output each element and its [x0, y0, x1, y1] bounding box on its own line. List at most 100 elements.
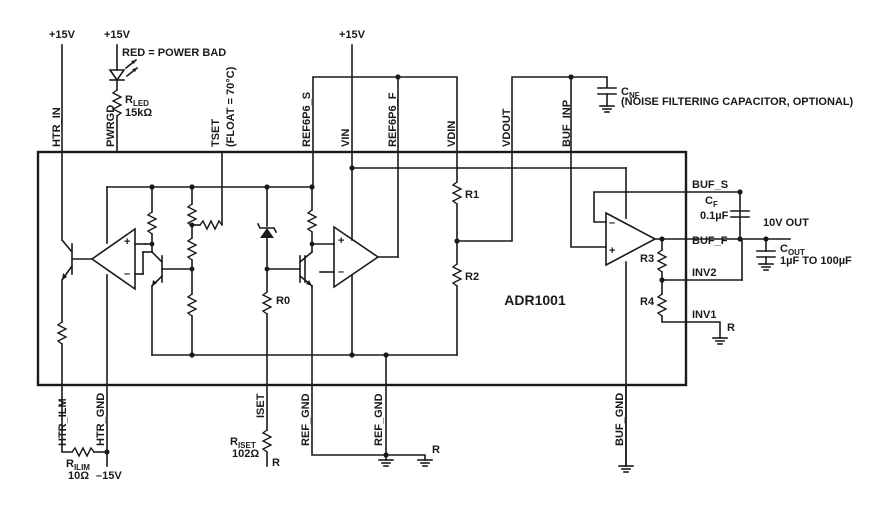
junction-dot	[189, 266, 195, 272]
ref-gnd-external-wire	[311, 384, 426, 461]
output-label: 10V OUT	[763, 217, 809, 229]
heater-transistor-icon	[60, 151, 93, 323]
junction-dot	[737, 189, 743, 195]
cout-capacitor-icon	[756, 250, 776, 265]
r-iset-value: 102Ω	[232, 448, 259, 460]
vdout-internal-wire	[456, 151, 513, 242]
pin-buf-inp: BUF_INP	[561, 100, 573, 147]
bias-resistor	[146, 211, 158, 235]
junction-dot	[189, 352, 195, 358]
r0-resistor	[261, 291, 273, 315]
pin-vdin: VDIN	[446, 121, 458, 147]
buf-inp-internal-wire	[570, 151, 607, 248]
vdout-bus	[511, 76, 608, 153]
inv1-r-label: R	[727, 322, 735, 334]
pin-vin: VIN	[340, 129, 352, 147]
junction-dot	[349, 165, 355, 171]
junction-dot	[383, 452, 389, 458]
tset-ladder-resistor	[186, 203, 198, 227]
cout-label: COUT	[780, 243, 805, 257]
heater-opamp-icon	[90, 227, 136, 291]
r3-resistor	[656, 249, 668, 273]
r-led-label: RLED	[125, 94, 149, 108]
cnf-note: (NOISE FILTERING CAPACITOR, OPTIONAL)	[621, 96, 854, 108]
opamp-minus-label: –	[338, 266, 344, 278]
chip-name: ADR1001	[504, 292, 566, 308]
reference-transistor-icon	[298, 250, 314, 288]
r1-label: R1	[465, 189, 479, 201]
r2-resistor	[451, 263, 463, 287]
opamp-plus-label: +	[338, 235, 344, 247]
r1-resistor	[451, 181, 463, 205]
pin-pwrgd: PWRGD	[105, 105, 117, 147]
r-ilim-label: RILIM	[66, 458, 90, 472]
r0-label: R0	[276, 295, 290, 307]
pin-inv2: INV2	[692, 267, 716, 279]
sense-transistor-icon	[150, 250, 191, 288]
buf-s-wire	[593, 191, 741, 223]
r-ilim-resistor	[71, 446, 95, 458]
pin-htr-ilm: HTR_ILM	[57, 398, 69, 446]
ground-icon	[378, 459, 394, 467]
htr-internal-resistor	[56, 321, 68, 345]
ref-load-resistor	[306, 209, 318, 233]
pin-ref-gnd-1: REF_GND	[300, 393, 312, 446]
pin-ref-gnd-2: REF_GND	[373, 393, 385, 446]
opamp-minus-label: –	[609, 217, 615, 229]
r-ilim-value: 10Ω	[68, 470, 89, 482]
buffer-opamp-icon	[605, 211, 657, 267]
r-iset-label: RISET	[230, 436, 256, 450]
inv1-wire	[661, 315, 721, 339]
pin-htr-in: HTR_IN	[51, 107, 63, 147]
pin-htr-gnd: HTR_GND	[95, 393, 107, 446]
junction-dot	[104, 449, 110, 455]
pin-iset: ISET	[255, 393, 267, 418]
junction-dot	[309, 184, 315, 190]
ground-icon	[712, 337, 728, 345]
opamp-plus-label: +	[124, 236, 130, 248]
tset-ladder-resistor	[186, 293, 198, 317]
junction-dot	[395, 74, 401, 80]
ground-icon	[618, 465, 634, 473]
tset-ladder-resistor	[186, 237, 198, 261]
r-led-resistor	[111, 89, 123, 117]
cf-label: CF	[705, 195, 718, 209]
tset-series-resistor	[199, 219, 223, 231]
zener-diode-icon	[256, 222, 278, 238]
htr-ilm-external-wire	[61, 384, 73, 453]
vin-supply-label: +15V	[339, 29, 366, 41]
ground-icon	[417, 459, 433, 467]
reference-opamp-icon	[333, 225, 380, 289]
r3-label: R3	[640, 253, 654, 265]
neg-supply-label: –15V	[96, 470, 122, 482]
junction-dot	[349, 352, 355, 358]
opamp-minus-label: –	[124, 268, 130, 280]
opamp-plus-label: +	[609, 245, 615, 257]
pin-ref6p6-s: REF6P6_S	[301, 92, 313, 147]
r-led-value: 15kΩ	[125, 107, 152, 119]
junction-dot	[264, 184, 270, 190]
cf-value: 0.1µF	[700, 210, 729, 222]
cout-value: 1µF TO 100µF	[780, 255, 852, 267]
ref-top-bus	[312, 76, 458, 153]
r-iset-resistor	[261, 429, 273, 453]
junction-dot	[149, 241, 155, 247]
iset-ground-r-label: R	[272, 457, 280, 469]
junction-dot	[189, 184, 195, 190]
led-supply-label: +15V	[104, 29, 131, 41]
pin-inv1: INV1	[692, 309, 716, 321]
chip-outline	[36, 150, 688, 387]
junction-dot	[568, 74, 574, 80]
cf-capacitor-icon	[730, 210, 750, 218]
ground-icon	[758, 263, 774, 271]
cnf-capacitor-icon	[597, 87, 617, 113]
pin-vdout: VDOUT	[501, 108, 513, 147]
led-note: RED = POWER BAD	[122, 47, 226, 59]
pin-tset: TSET	[210, 119, 222, 147]
r4-label: R4	[640, 296, 655, 308]
gnd-r-label: R	[432, 444, 440, 456]
led-icon	[108, 58, 139, 82]
pin-buf-gnd: BUF_GND	[614, 393, 626, 446]
junction-dot	[149, 184, 155, 190]
